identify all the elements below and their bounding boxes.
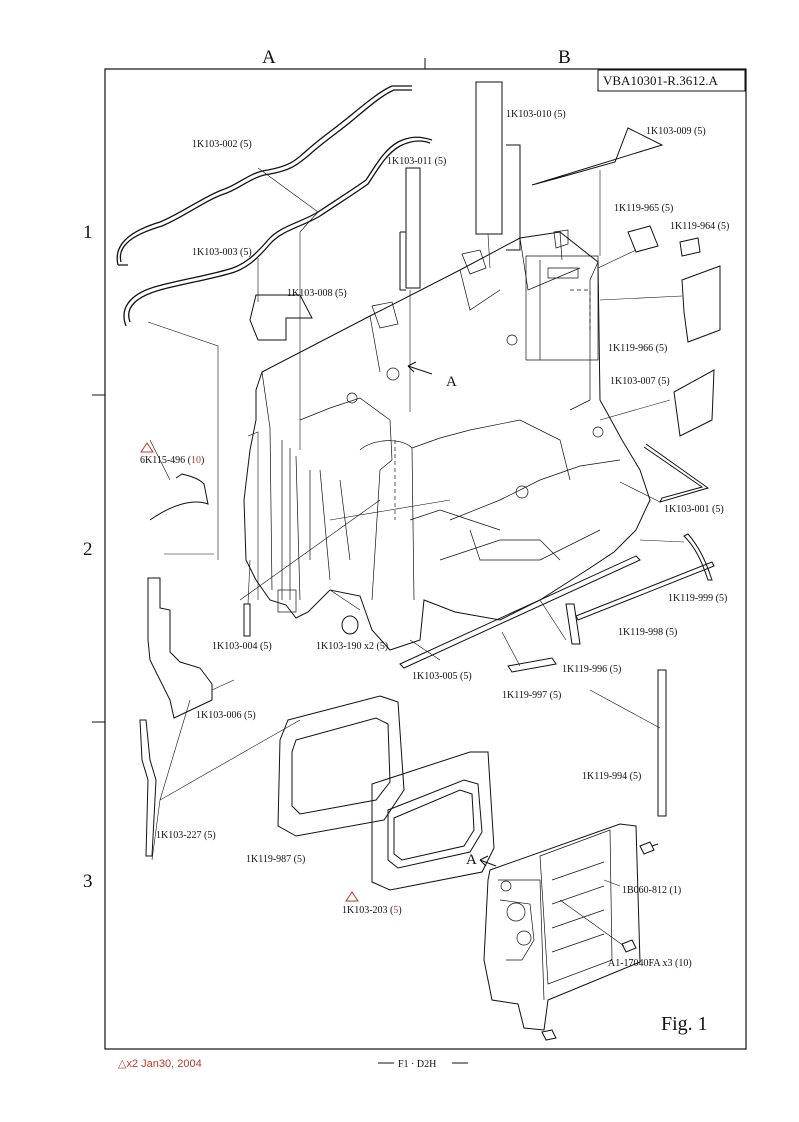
shutter-812 — [483, 823, 641, 1031]
column-label-b: B — [558, 47, 571, 68]
gasket-002 — [116, 85, 412, 266]
row-label-2: 2 — [83, 539, 93, 560]
chassis-detail-4 — [525, 255, 599, 361]
strip-011 — [399, 167, 421, 291]
part-label-revised: 6K115-496 (10) — [140, 455, 204, 466]
revision-triangle-icon — [345, 891, 359, 902]
dashed-axis-2 — [570, 289, 591, 330]
part-label: 1K103-011 (5) — [387, 156, 446, 167]
frame-987 — [277, 695, 405, 837]
shutter-gear-1 — [506, 902, 526, 922]
figure-label: Fig. 1 — [661, 1013, 708, 1035]
section-marker-lower: A — [466, 852, 477, 868]
bracket-001 — [643, 443, 710, 503]
page-id: F1 · D2H — [398, 1059, 436, 1070]
strip-999 — [683, 533, 713, 581]
strip-005 — [399, 555, 641, 669]
diagram-frame — [104, 68, 747, 1050]
plate-009 — [531, 127, 664, 186]
part-label: 1B060-812 (1) — [622, 885, 681, 896]
top-lugs — [371, 229, 569, 329]
doc-code-box — [597, 69, 746, 92]
screw-1 — [639, 841, 659, 855]
strip-010 — [475, 81, 521, 251]
part-label: 1K103-002 (5) — [192, 139, 252, 150]
screw-hole-4 — [592, 426, 604, 438]
part-callouts: 1K103-002 (5) 1K103-011 (5) 1K103-010 (5… — [140, 109, 729, 969]
revision-triangle-icon — [140, 442, 154, 453]
part-label: 1K119-965 (5) — [614, 203, 673, 214]
section-marker-upper: A — [446, 374, 457, 390]
chassis-outline — [243, 231, 651, 651]
spring-496 — [149, 473, 209, 521]
strip-996 — [565, 603, 581, 645]
chassis-detail-1 — [261, 231, 599, 591]
gasket-003 — [123, 136, 433, 327]
part-label: A1-17040FA x3 (10) — [608, 958, 692, 969]
revision-note: △x2 Jan30, 2004 — [118, 1058, 202, 1070]
shutter-gear-2 — [516, 930, 532, 946]
pad-964 — [679, 237, 701, 257]
part-label: 1K119-994 (5) — [582, 771, 641, 782]
chassis-foot-left — [277, 589, 297, 613]
screw-3 — [541, 1029, 557, 1041]
screw-hole-1 — [386, 367, 400, 381]
part-label: 1K119-966 (5) — [608, 343, 667, 354]
part-label-revised: 1K103-203 (5) — [342, 905, 402, 916]
part-label: 1K103-005 (5) — [412, 671, 472, 682]
part-label: 1K119-998 (5) — [618, 627, 677, 638]
screw-hole-5 — [515, 485, 529, 499]
part-label: 1K103-006 (5) — [196, 710, 256, 721]
seal-006 — [147, 577, 213, 719]
chassis-detail-5 — [281, 440, 351, 601]
part-label: 1K103-004 (5) — [212, 641, 272, 652]
part-drawings — [116, 81, 721, 1041]
strip-998 — [575, 561, 715, 621]
part-008 — [249, 294, 313, 341]
part-label: 1K119-996 (5) — [562, 664, 621, 675]
screw-2 — [621, 939, 637, 953]
part-label: 1K103-227 (5) — [156, 830, 216, 841]
strip-994 — [657, 669, 667, 817]
glass-203 — [371, 751, 495, 891]
part-label: 1K103-009 (5) — [646, 126, 706, 137]
disc-190 — [341, 615, 359, 635]
part-label: 1K103-003 (5) — [192, 247, 252, 258]
part-label: 1K103-008 (5) — [287, 288, 347, 299]
part-label: 1K119-997 (5) — [502, 690, 561, 701]
leader-lines — [147, 167, 685, 947]
part-label: 1K103-190 x2 (5) — [316, 641, 388, 652]
doc-code: VBA10301-R.3612.A — [603, 73, 718, 88]
part-label: 1K119-999 (5) — [668, 593, 727, 604]
part-label: 1K103-010 (5) — [506, 109, 566, 120]
shutter-detail — [498, 829, 613, 1001]
chassis-detail-3 — [409, 509, 601, 561]
pin-004 — [243, 603, 251, 637]
plate-966 — [681, 265, 721, 343]
row-label-3: 3 — [83, 871, 93, 892]
section-arrow-lower — [479, 855, 497, 867]
section-arrow-upper — [407, 361, 433, 375]
chassis-detail-2 — [299, 397, 621, 601]
row-label-1: 1 — [83, 222, 93, 243]
tab-997 — [507, 657, 557, 673]
pad-965 — [627, 225, 659, 253]
part-label: 1K119-964 (5) — [670, 221, 729, 232]
plate-007 — [673, 369, 715, 437]
shutter-gear-3 — [500, 880, 512, 892]
part-label: 1K119-987 (5) — [246, 854, 305, 865]
part-label: 1K103-001 (5) — [664, 504, 724, 515]
column-label-a: A — [262, 47, 276, 68]
screw-hole-3 — [506, 334, 518, 346]
part-label: 1K103-007 (5) — [610, 376, 670, 387]
strip-227 — [139, 719, 157, 857]
screw-hole-2 — [346, 392, 358, 404]
